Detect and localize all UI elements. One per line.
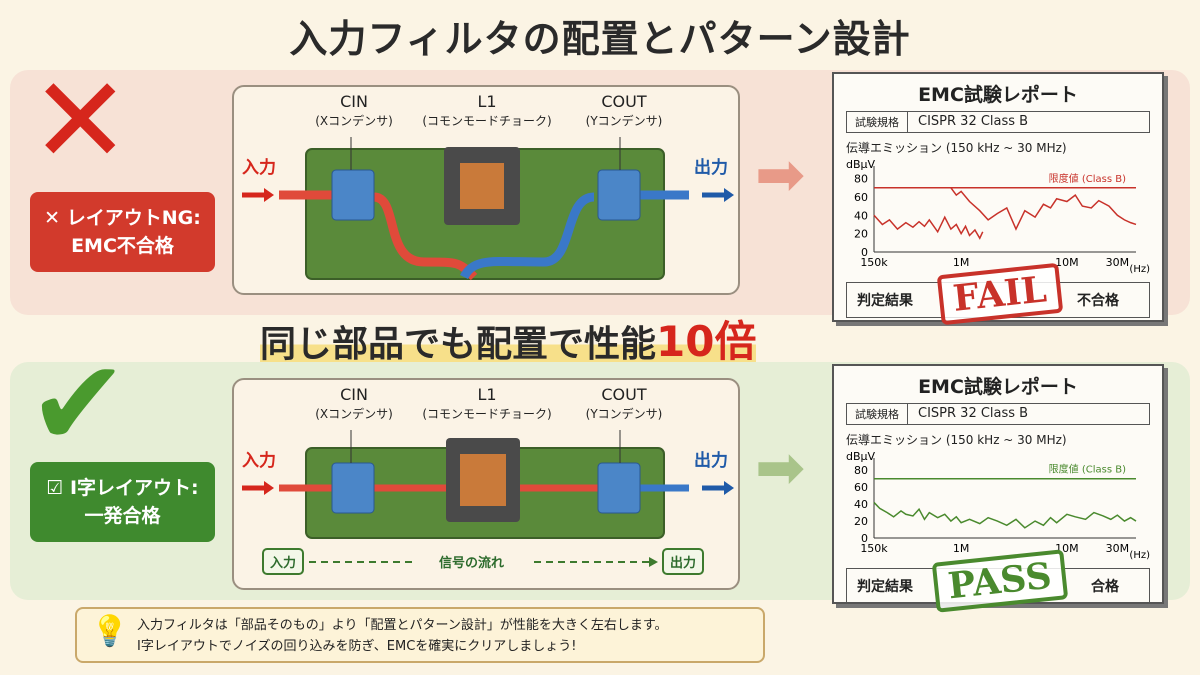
x-tick-label: 150k bbox=[860, 542, 888, 555]
std-label: 試験規格 bbox=[847, 404, 908, 424]
arrow-right-icon: ➡ bbox=[755, 140, 806, 210]
x-tick-label: 150k bbox=[860, 256, 888, 269]
y-tick-label: 0 bbox=[861, 532, 868, 545]
y-tick-label: 40 bbox=[854, 498, 868, 511]
y-tick-label: 80 bbox=[854, 173, 868, 186]
check-mark-icon: ✔ bbox=[28, 335, 129, 474]
tip-line2: I字レイアウトでノイズの回り込みを防ぎ、EMCを確実にクリアしましょう! bbox=[137, 638, 577, 654]
ng-pcb-illustration bbox=[242, 137, 734, 281]
ng-circuit-diagram: CIN(Xコンデンサ) L1(コモンモードチョーク) COUT(Yコンデンサ) … bbox=[232, 85, 740, 295]
ok-pcb-illustration bbox=[242, 430, 734, 567]
x-tick-label: 1M bbox=[953, 542, 970, 555]
input-label: 入力 bbox=[242, 158, 276, 178]
ok-circuit-diagram: CIN(Xコンデンサ) L1(コモンモードチョーク) COUT(Yコンデンサ) … bbox=[232, 378, 740, 590]
y-unit-label: dBμV bbox=[846, 450, 876, 463]
x-unit-label: (Hz) bbox=[1129, 264, 1150, 274]
report-title: EMC試験レポート bbox=[918, 84, 1078, 106]
judge-label: 判定結果 bbox=[857, 579, 913, 595]
judge-label: 判定結果 bbox=[857, 293, 913, 309]
flow-input: 入力 bbox=[262, 548, 305, 575]
cin-sub: (Xコンデンサ) bbox=[315, 406, 393, 421]
judge-result: 不合格 bbox=[1077, 293, 1119, 309]
cin-sub: (Xコンデンサ) bbox=[315, 113, 393, 128]
standard-row: 試験規格 CISPR 32 Class B bbox=[846, 111, 1150, 133]
std-value: CISPR 32 Class B bbox=[918, 114, 1029, 129]
l1-name: L1 bbox=[477, 92, 497, 111]
report-title: EMC試験レポート bbox=[918, 376, 1078, 398]
headline-banner: 同じ部品でも配置で性能10倍 bbox=[260, 308, 757, 369]
emission-trace-trace-high bbox=[950, 187, 1137, 231]
l1-name: L1 bbox=[477, 385, 497, 404]
y-tick-label: 0 bbox=[861, 246, 868, 259]
ng-badge-line1: ✕ レイアウトNG: bbox=[44, 206, 201, 229]
standard-row: 試験規格 CISPR 32 Class B bbox=[846, 403, 1150, 425]
arrow-right-icon: ➡ bbox=[755, 433, 806, 503]
pass-report: EMC試験レポート 試験規格 CISPR 32 Class B 伝導エミッション … bbox=[832, 364, 1164, 613]
chart-title: 伝導エミッション (150 kHz ~ 30 MHz) bbox=[846, 141, 1067, 155]
cin-name: CIN bbox=[340, 385, 368, 404]
lightbulb-icon: 💡 bbox=[91, 614, 129, 649]
tip-line1: 入力フィルタは「部品そのもの」より「配置とパターン設計」が性能を大きく左右します… bbox=[137, 618, 668, 633]
y-unit-label: dBμV bbox=[846, 158, 876, 171]
x-tick-label: 30M bbox=[1106, 542, 1130, 555]
emission-trace-trace-low bbox=[873, 214, 984, 240]
std-value: CISPR 32 Class B bbox=[918, 406, 1029, 421]
cout-sub: (Yコンデンサ) bbox=[585, 113, 663, 128]
fail-emission-chart: dBμV 0 20 40 60 80 150k 1M 10M 30M(Hz) 限度値 (Class … bbox=[846, 158, 1150, 275]
cross-mark-icon: ✕ bbox=[30, 52, 131, 191]
l1-sub: (コモンモードチョーク) bbox=[422, 113, 552, 128]
l1-label: L1 (コモンモードチョーク) bbox=[412, 91, 562, 129]
page-title: 入力フィルタの配置とパターン設計 bbox=[289, 17, 911, 61]
cout-sub: (Yコンデンサ) bbox=[585, 406, 663, 421]
cin-label: CIN (Xコンデンサ) bbox=[294, 91, 414, 129]
cout-name: COUT bbox=[601, 385, 647, 404]
l1-label: L1 (コモンモードチョーク) bbox=[412, 384, 562, 422]
limit-label: 限度値 (Class B) bbox=[1049, 463, 1126, 476]
fail-report: EMC試験レポート 試験規格 CISPR 32 Class B 伝導エミッション … bbox=[832, 72, 1164, 326]
banner-text: 同じ部品でも配置で性能 bbox=[260, 324, 657, 365]
output-label: 出力 bbox=[694, 451, 728, 471]
tip-box: 💡 入力フィルタは「部品そのもの」より「配置とパターン設計」が性能を大きく左右し… bbox=[75, 607, 765, 663]
judge-result: 合格 bbox=[1091, 579, 1119, 595]
y-tick-label: 60 bbox=[854, 191, 868, 204]
y-tick-label: 80 bbox=[854, 464, 868, 477]
y-tick-label: 40 bbox=[854, 209, 868, 222]
flow-output: 出力 bbox=[662, 548, 705, 575]
cin-name: CIN bbox=[340, 92, 368, 111]
x-tick-label: 1M bbox=[953, 256, 970, 269]
x-tick-label: 10M bbox=[1055, 256, 1079, 269]
limit-label: 限度値 (Class B) bbox=[1049, 172, 1126, 185]
banner-highlight: 10倍 bbox=[656, 317, 757, 366]
x-tick-label: 30M bbox=[1106, 256, 1130, 269]
cout-label: COUT (Yコンデンサ) bbox=[564, 384, 684, 422]
y-tick-label: 60 bbox=[854, 481, 868, 494]
ok-badge-line1: ☑ I字レイアウト: bbox=[46, 476, 199, 499]
cin-label: CIN (Xコンデンサ) bbox=[294, 384, 414, 422]
output-label: 出力 bbox=[694, 158, 728, 178]
y-tick-label: 20 bbox=[854, 228, 868, 241]
ng-badge-line2: EMC不合格 bbox=[71, 235, 174, 257]
cout-name: COUT bbox=[601, 92, 647, 111]
input-label: 入力 bbox=[242, 451, 276, 471]
ok-badge-line2: 一発合格 bbox=[84, 505, 161, 527]
signal-flow-label: 信号の流れ bbox=[439, 556, 505, 571]
chart-title: 伝導エミッション (150 kHz ~ 30 MHz) bbox=[846, 433, 1067, 447]
l1-sub: (コモンモードチョーク) bbox=[422, 406, 552, 421]
ng-badge: ✕ レイアウトNG: EMC不合格 bbox=[30, 192, 215, 272]
ok-badge: ☑ I字レイアウト: 一発合格 bbox=[30, 462, 215, 542]
cout-label: COUT (Yコンデンサ) bbox=[564, 91, 684, 129]
x-unit-label: (Hz) bbox=[1129, 550, 1150, 560]
y-tick-label: 20 bbox=[854, 515, 868, 528]
emission-trace-trace bbox=[873, 501, 1137, 529]
std-label: 試験規格 bbox=[847, 112, 908, 132]
